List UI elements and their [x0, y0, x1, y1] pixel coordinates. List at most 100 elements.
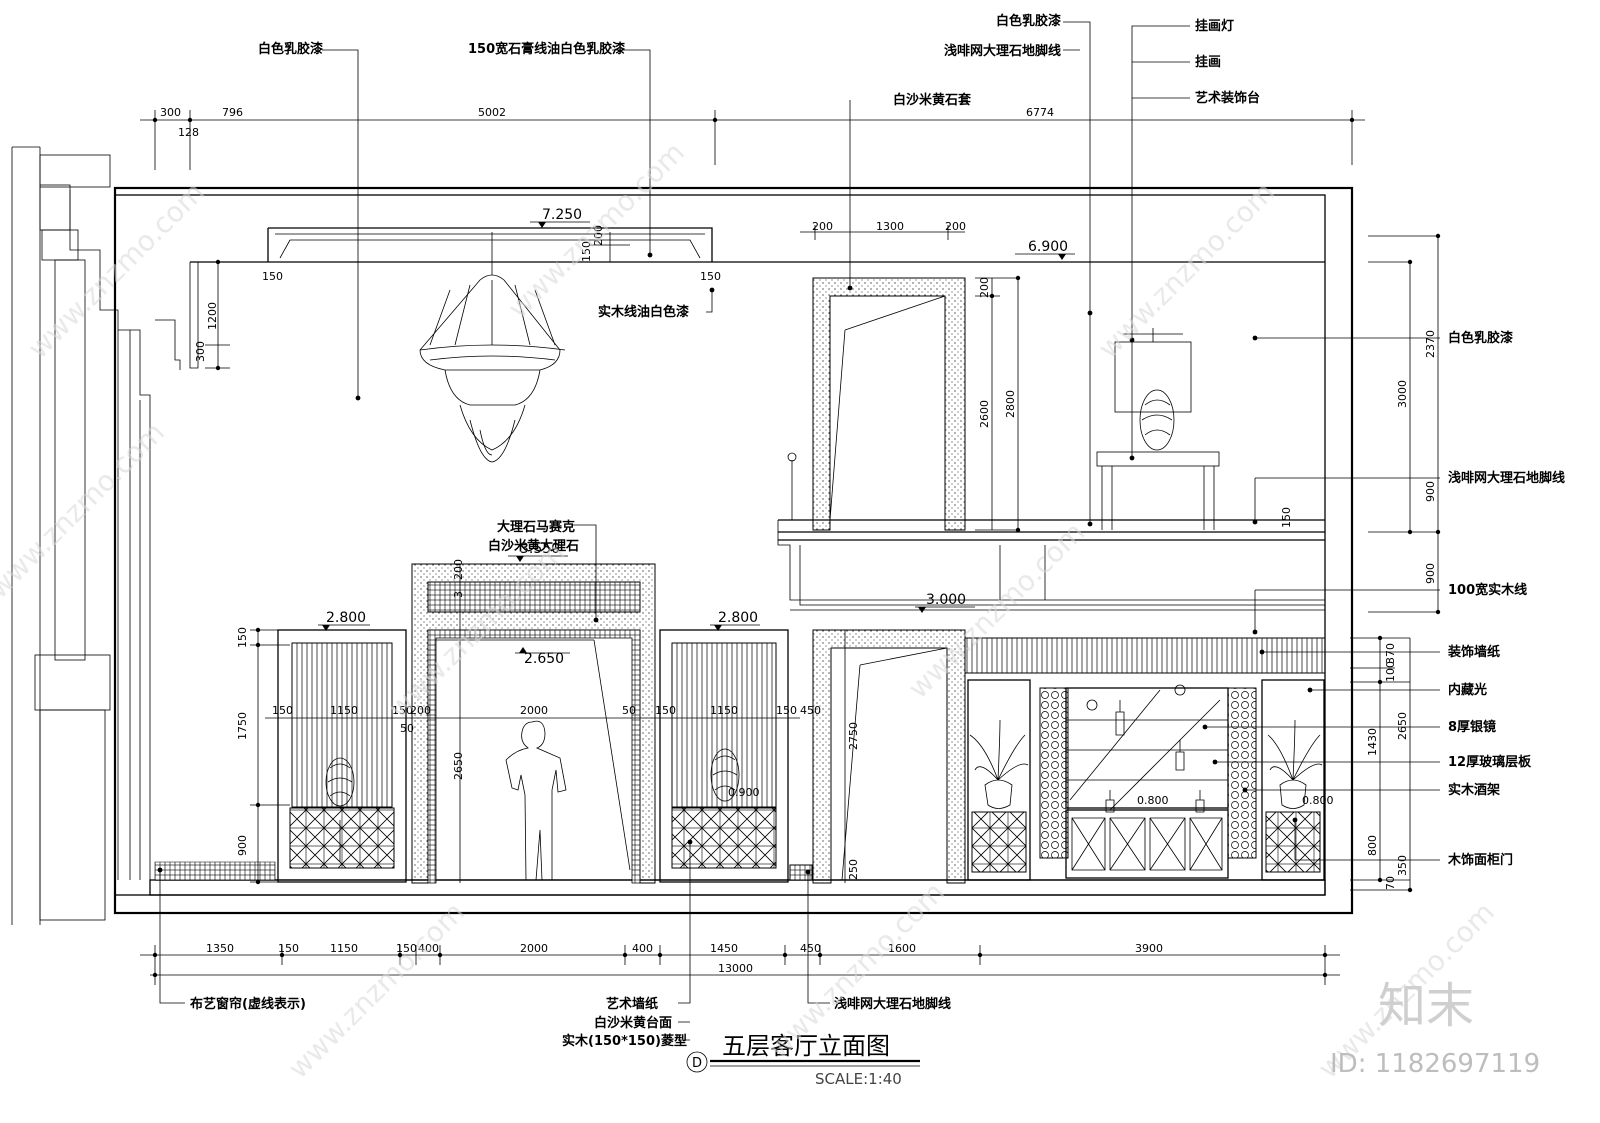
dim-left-1750: 1750 [236, 712, 249, 740]
dim-bot-1600: 1600 [888, 942, 916, 955]
dim-ceil-150b: 150 [262, 270, 283, 283]
dim-bot-1150: 1150 [330, 942, 358, 955]
callout-wood-line: 实木线油白色漆 [598, 304, 689, 320]
callout-silver-mirror: 8厚银镜 [1448, 719, 1496, 735]
dim-mid-150c: 150 [655, 704, 676, 717]
left-niche [277, 629, 407, 883]
callout-wood-line-100: 100宽实木线 [1448, 582, 1527, 598]
dim-mid-50a: 50 [400, 722, 414, 735]
dim-arch-200a: 200 [452, 559, 465, 580]
left-column [11, 146, 181, 925]
dim-mid-150a: 150 [272, 704, 293, 717]
ceiling-cornice [189, 227, 1325, 369]
callout-painting: 挂画 [1195, 54, 1221, 70]
dim-right-150: 150 [1280, 507, 1293, 528]
dim-door-200a: 200 [812, 220, 833, 233]
leader-dots [157, 252, 1313, 875]
dim-arch-2650: 2650 [452, 752, 465, 780]
upper-floor [777, 452, 1325, 611]
dim-bot-13000: 13000 [718, 962, 753, 975]
dim-arch-2750: 2750 [847, 722, 860, 750]
dim-right-900b: 900 [1424, 563, 1437, 584]
dim-left-900: 900 [236, 835, 249, 856]
dim-left-150: 150 [236, 627, 249, 648]
callout-coffee-baseboard-bottom: 浅啡网大理石地脚线 [834, 996, 951, 1012]
watermark-site-1: www.znzmo.com [22, 176, 211, 365]
dim-door-200b: 200 [945, 220, 966, 233]
leader-lines [159, 21, 1440, 1041]
watermark-brand: 知末 [1378, 978, 1474, 1034]
dim-right-100: 100 [1384, 661, 1397, 682]
watermark-id: ID: 1182697119 [1330, 1049, 1540, 1079]
dim-right-70: 70 [1384, 876, 1397, 890]
callout-white-latex-right: 白色乳胶漆 [1448, 330, 1513, 346]
level-0800-b: 0.800 [1302, 794, 1334, 807]
dim-right-900a: 900 [1424, 481, 1437, 502]
dim-ceil-150c: 150 [700, 270, 721, 283]
level-7250: 7.250 [542, 207, 582, 223]
level-2800-right: 2.800 [718, 610, 758, 626]
dim-arch-250: 250 [847, 859, 860, 880]
dimension-lines [140, 110, 1441, 985]
dim-top-5002: 5002 [478, 106, 506, 119]
title-block: D 五层客厅立面图 SCALE:1:40 [686, 1032, 920, 1088]
dim-right-3000: 3000 [1396, 380, 1409, 408]
dim-bot-450: 450 [800, 942, 821, 955]
level-3000: 3.000 [926, 592, 966, 608]
drawing-title: 五层客厅立面图 [722, 1032, 890, 1060]
dim-right-800: 800 [1366, 835, 1379, 856]
dim-right-350: 350 [1396, 855, 1409, 876]
dim-mid-200: 200 [410, 704, 431, 717]
watermark-site-2: www.znzmo.com [502, 136, 691, 325]
watermark-site-3: www.znzmo.com [1092, 176, 1281, 365]
callout-white-latex-top: 白色乳胶漆 [996, 13, 1061, 29]
art-console [1096, 328, 1220, 530]
dim-mid-150d: 150 [776, 704, 797, 717]
callout-diamond-wood: 实木(150*150)菱型 [562, 1033, 687, 1049]
dim-mid-2000: 2000 [520, 704, 548, 717]
dim-bot-400b: 400 [632, 942, 653, 955]
drawing-scale: SCALE:1:40 [815, 1070, 902, 1088]
watermark-site-4: www.znzmo.com [0, 416, 171, 605]
dim-mid-150b: 150 [392, 704, 413, 717]
dim-ceil-150a: 150 [580, 241, 593, 262]
lower-door [154, 629, 966, 884]
dim-mid-50b: 50 [622, 704, 636, 717]
dim-door-200v: 200 [978, 277, 991, 298]
level-labels: 7.250 6.900 3.550 3.000 2.800 2.800 2.65… [326, 207, 1334, 807]
callout-art-wallpaper: 艺术墙纸 [606, 996, 658, 1012]
dim-mid-1150a: 1150 [330, 704, 358, 717]
callout-countertop: 白沙米黄台面 [594, 1015, 672, 1031]
callout-gypsum-line: 150宽石膏线油白色乳胶漆 [468, 41, 625, 57]
callout-labels: 白色乳胶漆 150宽石膏线油白色乳胶漆 实木线油白色漆 大理石马赛克 白沙米黄大… [190, 13, 1565, 1049]
callout-coffee-baseboard-right: 浅啡网大理石地脚线 [1448, 470, 1565, 486]
dimension-labels: 300 796 128 5002 6774 200 150 150 150 12… [160, 106, 1437, 975]
dim-door-2600: 2600 [978, 400, 991, 428]
wine-cabinet [964, 637, 1326, 881]
callout-curtain: 布艺窗帘(虚线表示) [190, 996, 306, 1012]
dim-top-128: 128 [178, 126, 199, 139]
dim-top-300: 300 [160, 106, 181, 119]
level-3550: 3.550 [520, 541, 560, 557]
dim-bot-2000: 2000 [520, 942, 548, 955]
callout-coffee-baseboard-top: 浅啡网大理石地脚线 [944, 43, 1061, 59]
dim-door-2800: 2800 [1004, 390, 1017, 418]
chandelier [419, 232, 566, 463]
callout-white-latex-left: 白色乳胶漆 [258, 41, 323, 57]
dim-ceil-300: 300 [194, 341, 207, 362]
callout-beige-marble: 白沙米黄大理石 [488, 538, 579, 554]
watermark-site-7: www.znzmo.com [282, 896, 471, 1085]
dim-arch-3: 3 [452, 591, 465, 598]
level-0800-a: 0.800 [1137, 794, 1169, 807]
callout-marble-mosaic: 大理石马赛克 [497, 519, 575, 535]
level-2800-left: 2.800 [326, 610, 366, 626]
dim-mid-450: 450 [800, 704, 821, 717]
callout-hidden-light: 内藏光 [1448, 682, 1487, 698]
dim-top-6774: 6774 [1026, 106, 1054, 119]
level-0900: 0.900 [728, 786, 760, 799]
dim-ceil-1200: 1200 [206, 302, 219, 330]
dim-bot-1450: 1450 [710, 942, 738, 955]
dim-ceil-200: 200 [592, 225, 605, 246]
callout-deco-wallpaper: 装饰墙纸 [1447, 644, 1500, 660]
